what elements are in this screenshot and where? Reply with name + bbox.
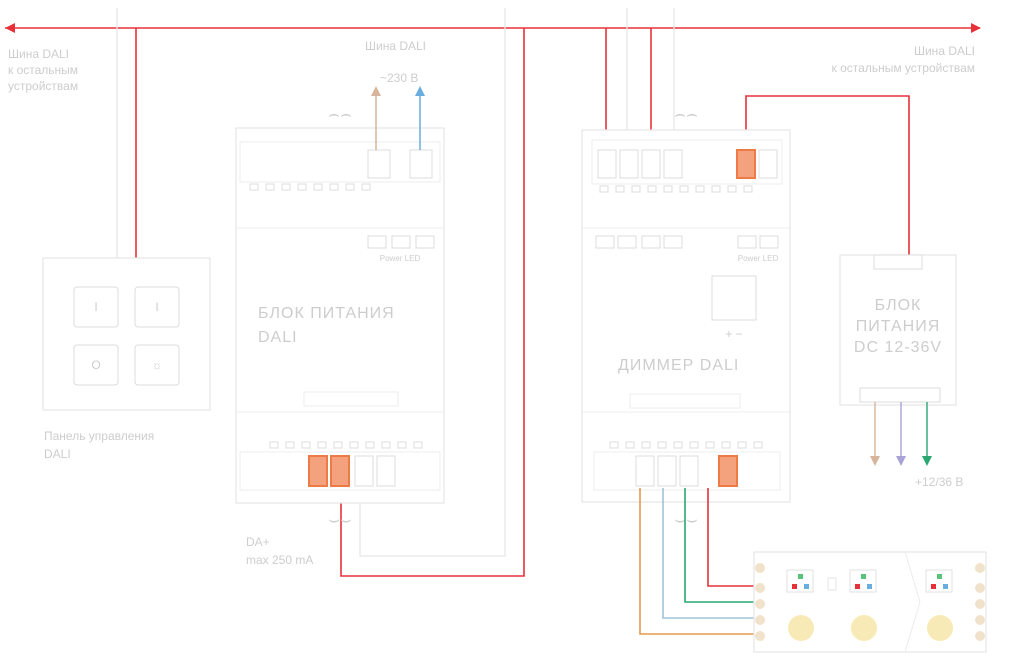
panel-caption-line1: Панель управления bbox=[44, 429, 154, 443]
dimmer-out-plus[interactable] bbox=[718, 455, 738, 487]
psu-indicator-3 bbox=[415, 235, 435, 249]
dimmer-top-pins bbox=[599, 185, 753, 193]
bus-center-label: Шина DALI bbox=[365, 39, 426, 53]
psu-power-led-label: Power LED bbox=[380, 254, 421, 263]
psu-indicator-2 bbox=[391, 235, 411, 249]
psu-output-4[interactable] bbox=[376, 455, 396, 487]
dimmer-indicators bbox=[595, 235, 779, 249]
dimmer-bottom-pins bbox=[609, 441, 763, 449]
bus-arrow-left-icon bbox=[5, 23, 15, 33]
psu-bottom-pins bbox=[269, 441, 423, 449]
dimmer-out-3[interactable] bbox=[679, 455, 699, 487]
dali-power-supply: Power LED БЛОК ПИТАНИЯ DALI bbox=[235, 127, 445, 504]
dali-bus bbox=[5, 23, 981, 577]
bus-left-line2: к остальным bbox=[8, 63, 78, 77]
bus-label-left: Шина DALI к остальным устройствам bbox=[8, 47, 78, 93]
resistor bbox=[827, 577, 837, 591]
arrow-down-icon bbox=[922, 456, 932, 466]
psu-output-label-2: max 250 mA bbox=[246, 553, 313, 567]
dimmer-bus-terminal-4[interactable] bbox=[663, 149, 683, 179]
din-clip-bottom-psu: ⌣⌣ bbox=[328, 509, 352, 529]
psu-output-da-minus[interactable] bbox=[330, 455, 350, 487]
din-clip-top-psu: ⌢⌢ bbox=[328, 104, 352, 124]
bus-right-line2: к остальным устройствам bbox=[832, 61, 975, 75]
arrow-down-icon bbox=[870, 456, 880, 466]
bus-arrow-right-icon bbox=[971, 23, 981, 33]
rgb-led-1 bbox=[786, 569, 814, 593]
arrow-up-icon bbox=[415, 86, 425, 96]
psu-indicator-1 bbox=[367, 235, 387, 249]
arrow-down-icon bbox=[896, 456, 906, 466]
din-clip-bottom-dimmer: ⌣⌣ bbox=[674, 509, 698, 529]
panel-button-on[interactable] bbox=[73, 286, 119, 328]
bus-right-line1: Шина DALI bbox=[914, 44, 975, 58]
dc-output-label: +12/36 В bbox=[915, 475, 963, 489]
panel-button-up[interactable] bbox=[134, 286, 180, 328]
off-icon: O bbox=[91, 358, 100, 372]
dimmer-out-1[interactable] bbox=[635, 455, 655, 487]
dimmer-title: ДИММЕР DALI bbox=[618, 357, 739, 374]
psu-top-pins bbox=[249, 183, 371, 191]
mains-input-arrows: ~230 В bbox=[371, 71, 425, 150]
panel-caption-line2: DALI bbox=[44, 447, 71, 461]
control-panel: I I O ☼ bbox=[42, 257, 211, 411]
dimmer-bus-terminal-2[interactable] bbox=[619, 149, 639, 179]
white-led-1 bbox=[788, 615, 814, 641]
panel-button-dim[interactable] bbox=[134, 344, 180, 386]
dimmer-terminal-right[interactable] bbox=[758, 149, 778, 179]
on-icon-secondary: I bbox=[155, 300, 158, 314]
led-strip-wires bbox=[639, 488, 758, 635]
sun-icon: ☼ bbox=[152, 358, 163, 372]
white-led-3 bbox=[927, 615, 953, 641]
arrow-up-icon bbox=[371, 86, 381, 96]
dc-psu-title-2: ПИТАНИЯ bbox=[856, 318, 941, 335]
psu-title-line1: БЛОК ПИТАНИЯ bbox=[258, 305, 395, 322]
grey-wires bbox=[116, 8, 675, 557]
dimmer-bus-terminal-1[interactable] bbox=[597, 149, 617, 179]
psu-output-da-plus[interactable] bbox=[308, 455, 328, 487]
bus-left-line3: устройствам bbox=[8, 79, 78, 93]
dimmer-button[interactable] bbox=[711, 275, 757, 321]
psu-terminal-l[interactable] bbox=[367, 149, 391, 179]
led-strip-pads-left bbox=[755, 563, 765, 641]
psu-terminal-n[interactable] bbox=[409, 149, 433, 179]
din-clip-top-dimmer: ⌢⌢ bbox=[674, 104, 698, 124]
dali-dimmer: Power LED + − ДИММЕР DALI bbox=[581, 129, 791, 503]
dimmer-button-icons: + − bbox=[725, 327, 742, 341]
panel-button-off[interactable] bbox=[73, 344, 119, 386]
psu-title-line2: DALI bbox=[258, 329, 298, 346]
psu-output-3[interactable] bbox=[354, 455, 374, 487]
white-led-2 bbox=[851, 615, 877, 641]
dc-output-arrows: +12/36 В bbox=[870, 402, 963, 489]
led-strip bbox=[753, 551, 987, 653]
led-strip-pads-right bbox=[975, 563, 985, 641]
rgb-led-3 bbox=[925, 569, 953, 593]
voltage-230-label: ~230 В bbox=[380, 71, 418, 85]
psu-output-label-1: DA+ bbox=[246, 535, 270, 549]
dimmer-out-2[interactable] bbox=[657, 455, 677, 487]
on-icon: I bbox=[94, 300, 97, 314]
rgb-led-2 bbox=[849, 569, 877, 593]
dimmer-power-led-label: Power LED bbox=[738, 254, 779, 263]
dc-power-supply: БЛОК ПИТАНИЯ DC 12-36V bbox=[839, 254, 957, 406]
dimmer-power-terminal[interactable] bbox=[736, 149, 756, 179]
dc-psu-title-1: БЛОК bbox=[875, 297, 922, 314]
bus-left-line1: Шина DALI bbox=[8, 47, 69, 61]
dimmer-bus-terminal-3[interactable] bbox=[641, 149, 661, 179]
dc-psu-title-3: DC 12-36V bbox=[854, 339, 942, 356]
